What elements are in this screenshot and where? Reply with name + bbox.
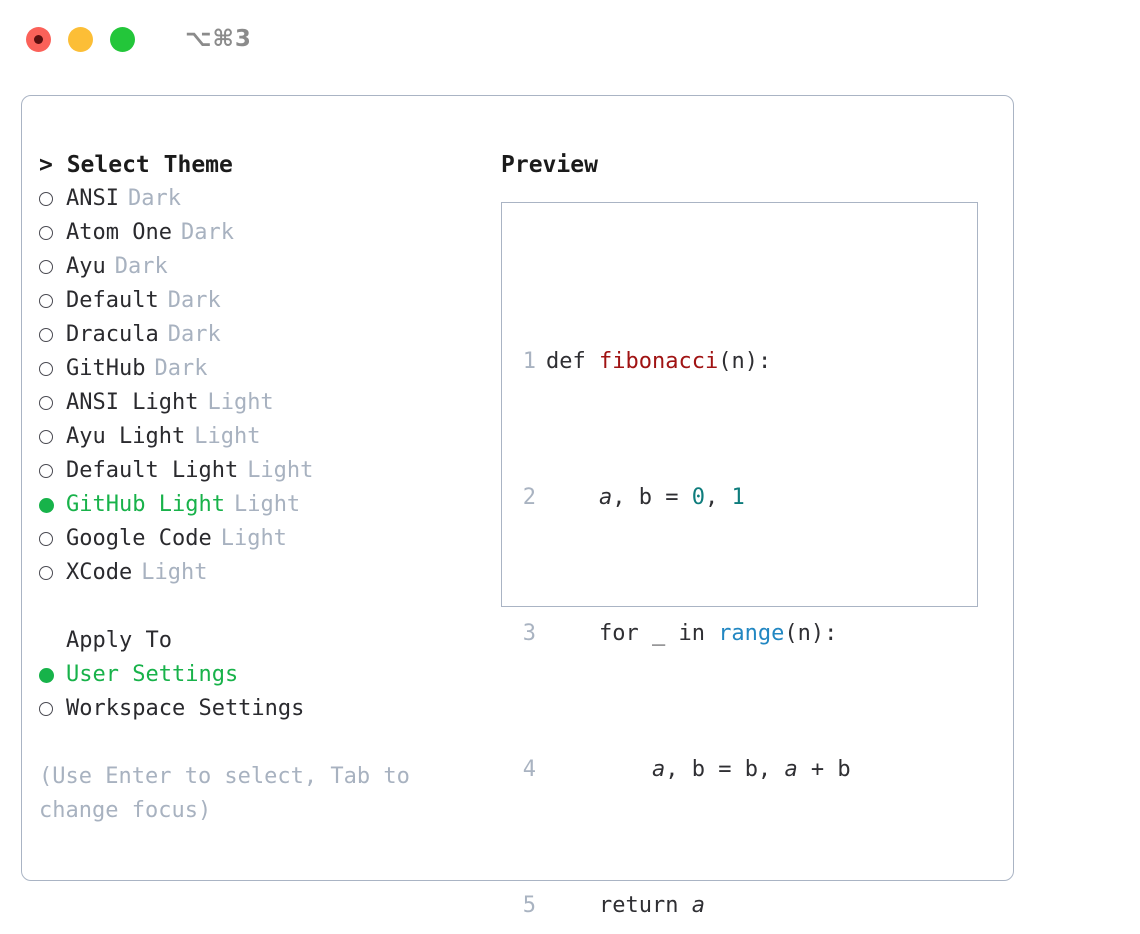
theme-variant: Dark — [167, 288, 221, 313]
radio-unselected-icon — [39, 318, 66, 352]
theme-list-item[interactable]: Default Dark — [39, 284, 499, 318]
apply-to-option-workspace-settings[interactable]: Workspace Settings — [39, 692, 499, 726]
line-number: 2 — [522, 485, 536, 510]
radio-unselected-icon — [39, 352, 66, 386]
theme-variant: Light — [220, 526, 287, 551]
radio-unselected-icon — [39, 216, 66, 250]
maximize-button[interactable] — [110, 26, 135, 52]
theme-name: Default Light — [66, 458, 239, 483]
theme-picker-dialog: > Select Theme ANSI Dark Atom One Dark — [21, 95, 1014, 918]
code-content: def fibonacci(n): — [546, 349, 772, 374]
radio-unselected-icon — [39, 284, 66, 318]
apply-to-heading: Apply To — [66, 628, 172, 653]
theme-list-item[interactable]: Atom One Dark — [39, 216, 499, 250]
line-number: 3 — [522, 621, 536, 646]
theme-name: GitHub — [66, 356, 146, 381]
theme-list-item[interactable]: Dracula Dark — [39, 318, 499, 352]
apply-to-group: User Settings Workspace Settings — [39, 658, 499, 726]
theme-variant: Dark — [180, 220, 234, 245]
theme-selection-panel: > Select Theme ANSI Dark Atom One Dark — [39, 148, 499, 828]
theme-list-item[interactable]: Google Code Light — [39, 522, 499, 556]
code-content: for _ in range(n): — [546, 621, 838, 646]
theme-name: Ayu — [66, 254, 106, 279]
theme-variant: Light — [233, 492, 301, 517]
line-number: 4 — [522, 757, 536, 782]
theme-list-item[interactable]: XCode Light — [39, 556, 499, 590]
radio-unselected-icon — [39, 522, 66, 556]
theme-variant: Dark — [154, 356, 208, 381]
radio-selected-icon — [39, 488, 66, 522]
theme-list: ANSI Dark Atom One Dark Ayu Dark — [39, 182, 499, 590]
theme-variant: Light — [207, 390, 274, 415]
code-content: a, b = 0, 1 — [598, 485, 745, 510]
preview-panel: Preview 1 def fibonacci(n): 2 a, b = 0, … — [501, 148, 991, 918]
theme-variant: Dark — [127, 186, 181, 211]
apply-to-option-user-settings[interactable]: User Settings — [39, 658, 499, 692]
radio-selected-icon — [39, 658, 66, 692]
theme-variant: Light — [194, 424, 261, 449]
theme-list-item[interactable]: GitHub Dark — [39, 352, 499, 386]
code-line: 4 a, b = b, a + b — [502, 753, 977, 787]
code-line: 1 def fibonacci(n): — [502, 345, 977, 379]
recording-dot-icon — [34, 34, 43, 44]
keyboard-shortcut-label: ⌥⌘3 — [185, 26, 252, 52]
minimize-button[interactable] — [68, 26, 93, 52]
radio-unselected-icon — [39, 182, 66, 216]
theme-name: XCode — [66, 560, 133, 585]
theme-name: Atom One — [66, 220, 172, 245]
radio-unselected-icon — [39, 454, 66, 488]
line-number: 1 — [522, 349, 536, 374]
keyboard-hint-text: (Use Enter to select, Tab to change focu… — [39, 764, 410, 823]
code-line: 3 for _ in range(n): — [502, 617, 977, 651]
code-content: return a — [546, 893, 705, 918]
theme-variant: Dark — [114, 254, 168, 279]
radio-unselected-icon — [39, 386, 66, 420]
theme-name: Dracula — [66, 322, 159, 347]
code-content: a, b = b, a + b — [651, 757, 851, 782]
preview-box: 1 def fibonacci(n): 2 a, b = 0, 1 3 for … — [501, 202, 978, 918]
radio-unselected-icon — [39, 250, 66, 284]
list-spacer — [39, 590, 499, 624]
line-number: 5 — [522, 893, 536, 918]
title-bar: ⌥⌘3 — [0, 0, 1140, 78]
apply-to-option-label: User Settings — [66, 662, 239, 687]
code-line: 2 a, b = 0, 1 — [502, 481, 977, 515]
code-line: 5 return a — [502, 889, 977, 923]
radio-unselected-icon — [39, 692, 66, 726]
apply-to-option-label: Workspace Settings — [66, 696, 305, 721]
preview-heading: Preview — [501, 152, 598, 178]
theme-name: Default — [66, 288, 159, 313]
theme-list-item-selected[interactable]: GitHub Light Light — [39, 488, 499, 522]
close-button[interactable] — [26, 26, 51, 52]
theme-name: Ayu Light — [66, 424, 186, 449]
theme-variant: Light — [247, 458, 314, 483]
theme-list-item[interactable]: ANSI Dark — [39, 182, 499, 216]
theme-variant: Light — [141, 560, 208, 585]
theme-name: GitHub Light — [66, 492, 225, 517]
theme-list-item[interactable]: Ayu Light Light — [39, 420, 499, 454]
radio-unselected-icon — [39, 420, 66, 454]
theme-name: ANSI Light — [66, 390, 199, 415]
select-theme-heading: > Select Theme — [39, 152, 233, 178]
window-controls — [26, 26, 135, 52]
theme-list-item[interactable]: Default Light Light — [39, 454, 499, 488]
theme-variant: Dark — [167, 322, 221, 347]
theme-list-item[interactable]: Ayu Dark — [39, 250, 499, 284]
theme-name: ANSI — [66, 186, 119, 211]
theme-list-item[interactable]: ANSI Light Light — [39, 386, 499, 420]
radio-unselected-icon — [39, 556, 66, 590]
code-sample: 1 def fibonacci(n): 2 a, b = 0, 1 3 for … — [502, 243, 977, 934]
theme-name: Google Code — [66, 526, 212, 551]
